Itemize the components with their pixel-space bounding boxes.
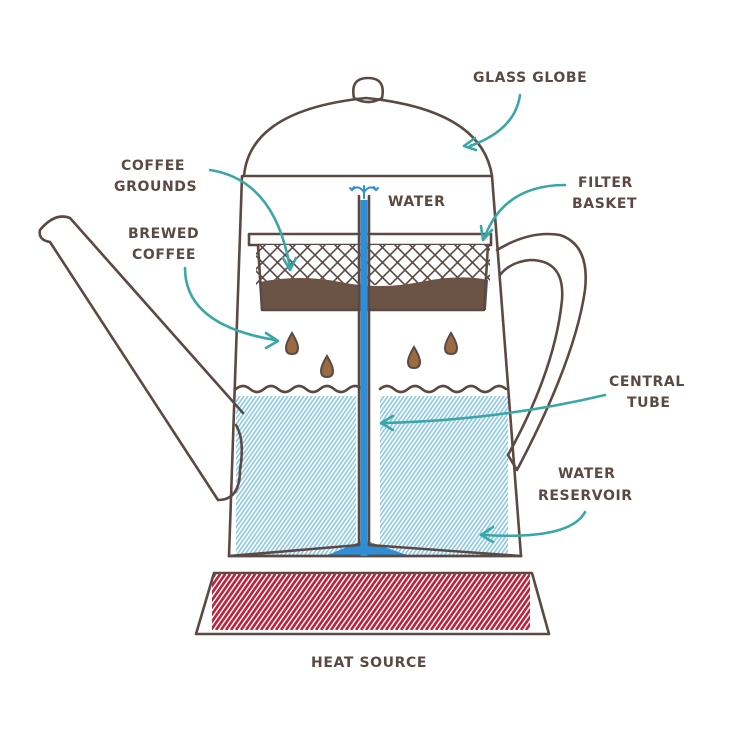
drop-icon bbox=[406, 345, 422, 370]
arrow-brewed-coffee bbox=[183, 266, 277, 342]
label-coffee-grounds-line2: GROUNDS bbox=[114, 179, 197, 195]
callout-arrows bbox=[183, 93, 607, 544]
globe-knob bbox=[352, 76, 384, 104]
water-reservoir bbox=[234, 384, 508, 556]
arrow-glass-globe bbox=[468, 93, 522, 148]
coffee-drops bbox=[284, 331, 459, 379]
water-spray-icon bbox=[349, 185, 379, 199]
glass-globe-dome bbox=[242, 96, 494, 178]
spout bbox=[38, 215, 245, 502]
label-water-reservoir-line2: RESERVOIR bbox=[538, 488, 633, 504]
arrow-coffee-grounds bbox=[208, 168, 292, 270]
label-water: WATER bbox=[388, 194, 445, 210]
heat-source bbox=[194, 571, 551, 636]
label-glass-globe: GLASS GLOBE bbox=[473, 70, 587, 86]
central-tube bbox=[227, 185, 523, 558]
heat-source-outline bbox=[194, 571, 551, 636]
label-central-tube-line2: TUBE bbox=[627, 395, 671, 411]
arrow-water-reservoir bbox=[483, 510, 587, 538]
label-central-tube-line1: CENTRAL bbox=[609, 374, 685, 390]
label-heat-source: HEAT SOURCE bbox=[311, 655, 427, 671]
arrow-filter-basket bbox=[483, 183, 567, 238]
coffee-grounds bbox=[260, 277, 488, 310]
handle bbox=[495, 232, 587, 472]
water-surface-left bbox=[234, 384, 364, 394]
percolator-pot bbox=[38, 76, 587, 558]
label-brewed-coffee-line1: BREWED bbox=[128, 226, 199, 242]
drop-icon bbox=[319, 354, 335, 379]
label-coffee-grounds-line1: COFFEE bbox=[121, 158, 185, 174]
label-water-reservoir-line1: WATER bbox=[558, 466, 615, 482]
label-filter-basket-line2: BASKET bbox=[572, 196, 637, 212]
label-filter-basket-line1: FILTER bbox=[578, 175, 633, 191]
drop-icon bbox=[443, 331, 459, 356]
label-brewed-coffee-line2: COFFEE bbox=[132, 247, 196, 263]
water-surface-right bbox=[378, 384, 508, 394]
arrow-central-tube bbox=[383, 393, 607, 425]
drop-icon bbox=[284, 331, 300, 356]
filter-basket bbox=[247, 232, 493, 312]
